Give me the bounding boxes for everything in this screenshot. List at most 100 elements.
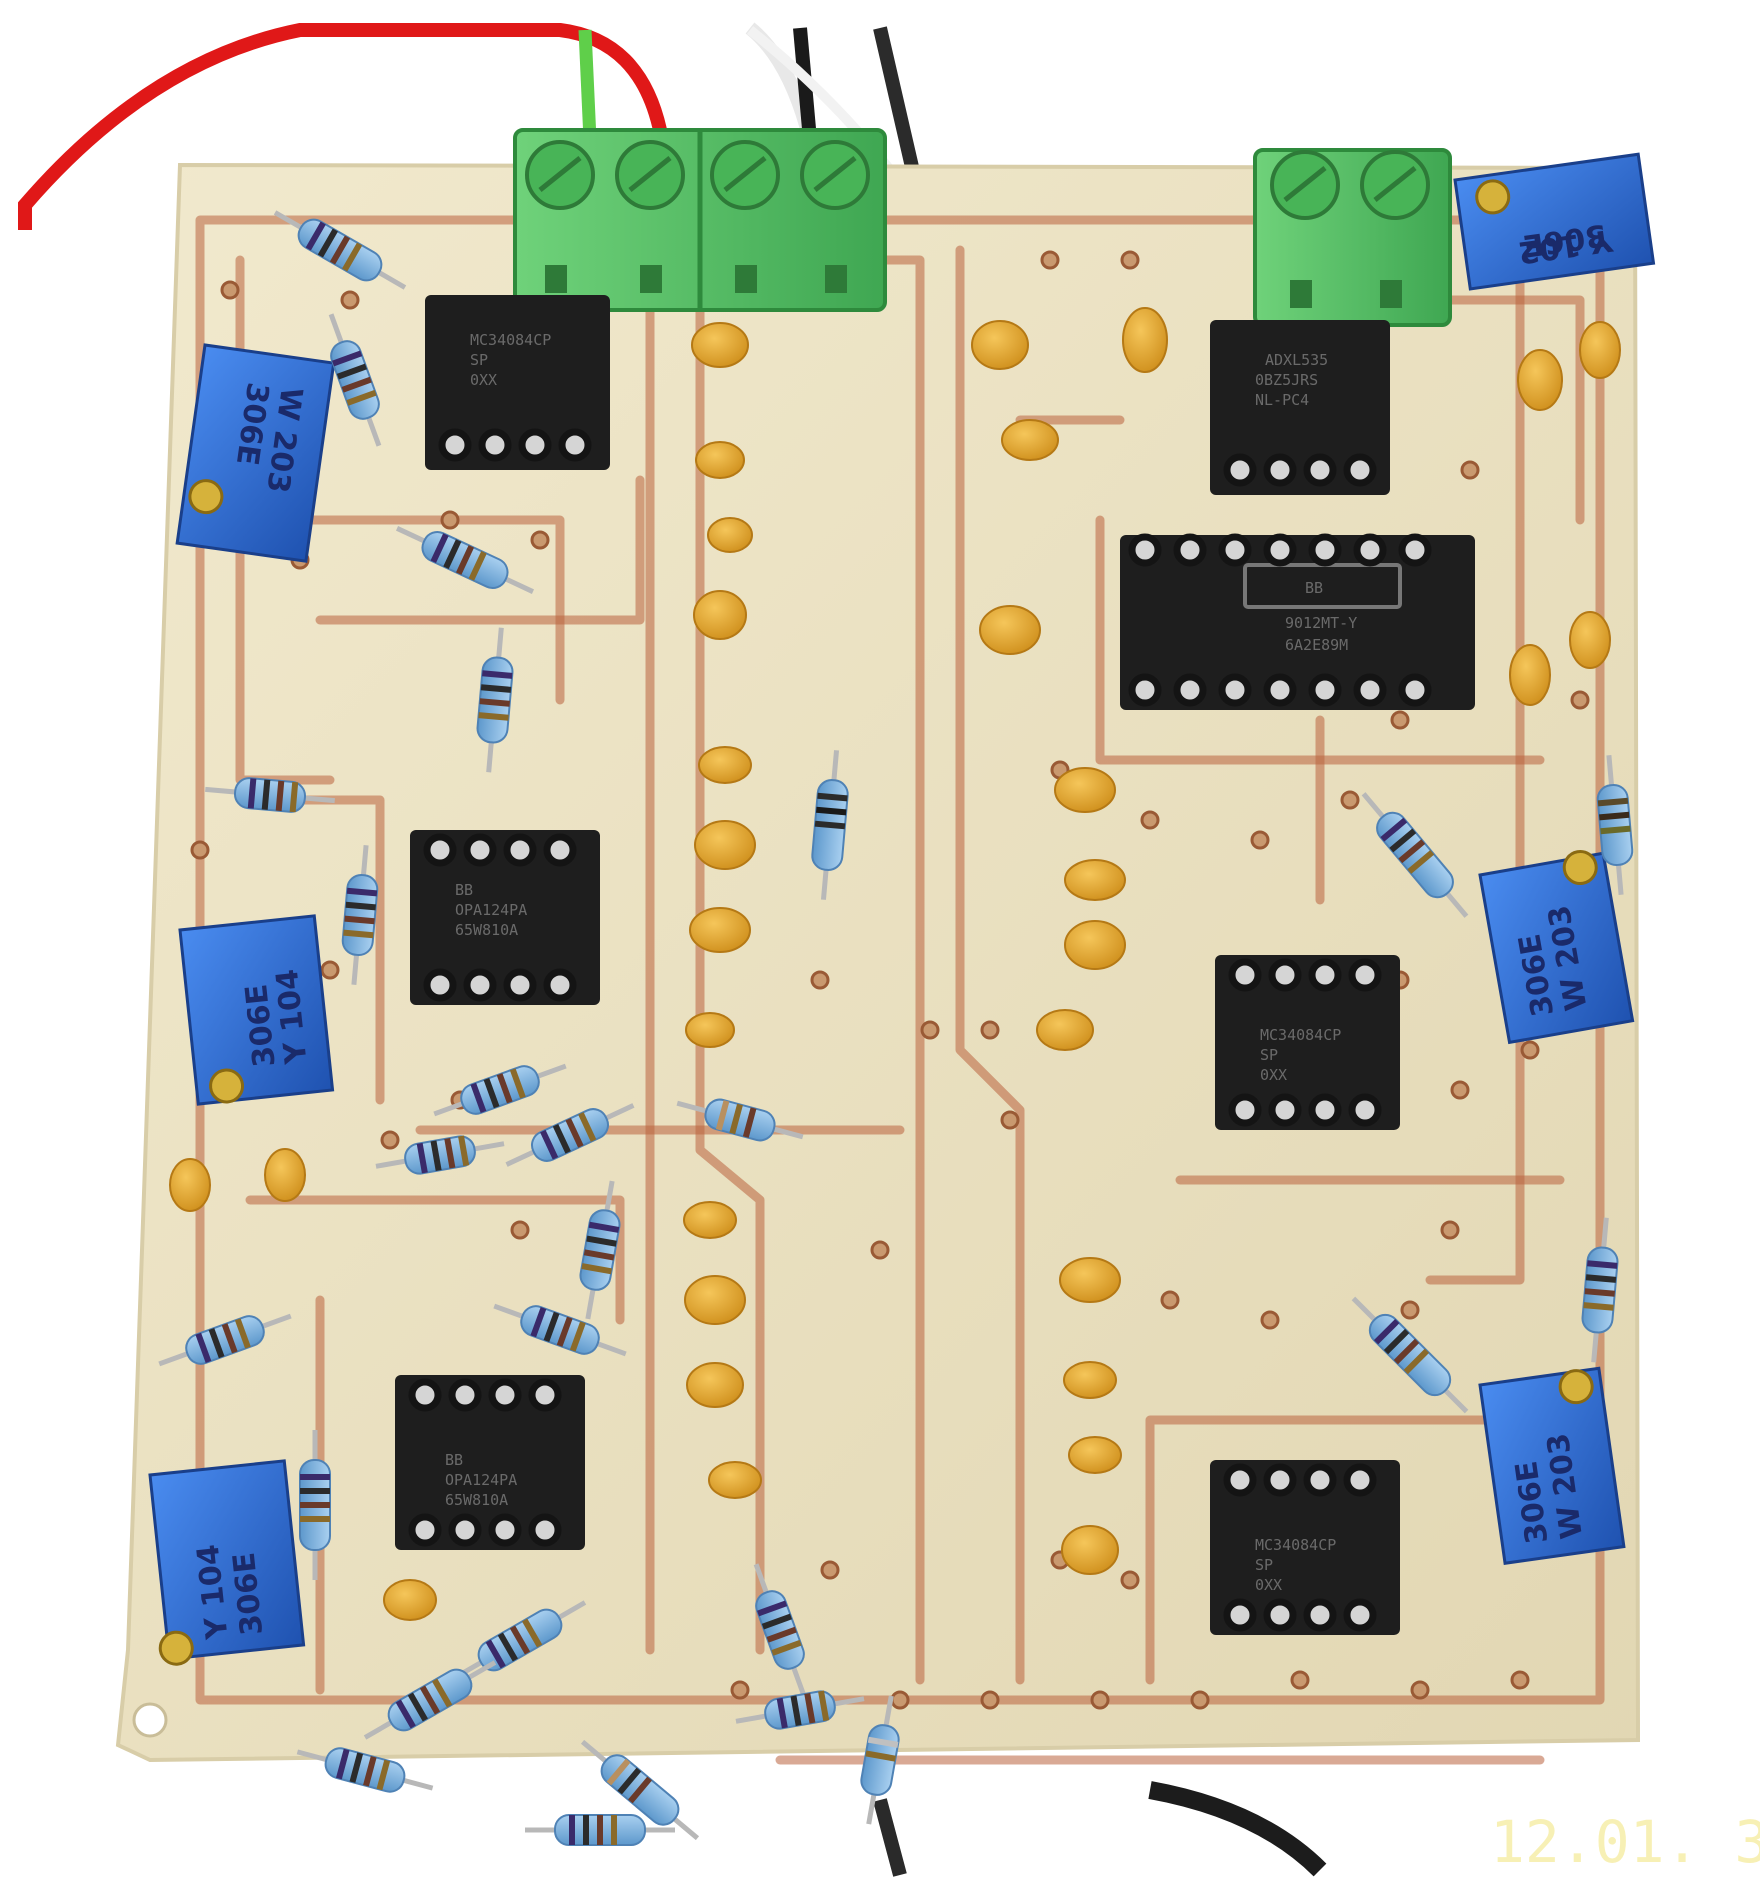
resistor [476,627,514,773]
ic-pin [1128,533,1162,567]
trimmer-rv3: 306E Y 104 [178,914,335,1106]
ic-pin [1218,673,1252,707]
ic-u4: ADXL535 0BZ5JRS NL-PC4 [1210,320,1390,495]
svg-text:BB: BB [445,1451,463,1469]
ic-pin [1173,673,1207,707]
via-pad [340,290,360,310]
resistors [158,210,1634,1846]
ic-pin [1228,958,1262,992]
ceramic-capacitor [979,605,1041,655]
ic-pin [1343,453,1377,487]
resistor [580,1739,700,1841]
resistor [493,1303,627,1357]
resistor [158,1313,292,1367]
copper-trace [1095,515,1545,765]
ceramic-capacitor [691,322,749,368]
ic-pin [1263,1463,1297,1497]
svg-text:OPA124PA: OPA124PA [455,901,527,919]
ic-pin [528,1513,562,1547]
ic-pin [1398,673,1432,707]
ceramic-capacitor [685,1012,735,1048]
via-pad [1190,1690,1210,1710]
resistor [453,1600,587,1680]
via-pad [870,1240,890,1260]
via-pad [510,1220,530,1240]
ceramic-capacitor [698,746,752,784]
ic-pin [1308,673,1342,707]
ic-pin [408,1378,442,1412]
resistor [1361,792,1469,918]
via-pad [730,1680,750,1700]
ceramic-capacitor [1061,1525,1119,1575]
ceramic-capacitor [694,820,756,870]
svg-text:OPA124PA: OPA124PA [445,1471,517,1489]
ic-pin [543,833,577,867]
svg-text:MC34084CP: MC34084CP [1260,1026,1341,1044]
ic-pin [1348,1093,1382,1127]
svg-text:306E: 306E [227,1551,270,1637]
ic-pin [408,1513,442,1547]
resistor [505,1103,635,1167]
copper-trace [1425,245,1525,1285]
ic-pin [1128,673,1162,707]
via-pad [1510,1670,1530,1690]
ic-pin [543,968,577,1002]
ic-pin [1218,533,1252,567]
ic-u2: BB OPA124PA 65W810A [410,830,600,1005]
ic-pin [438,428,472,462]
copper-traces [195,215,1605,1765]
svg-text:0XX: 0XX [1255,1576,1282,1594]
via-pad [1000,1110,1020,1130]
resistor [341,845,379,985]
trimmer-rv1: Y 102 306E [1453,152,1656,291]
ceramic-capacitor [707,517,753,553]
svg-text:9012MT-Y: 9012MT-Y [1285,614,1357,632]
ic-pin [463,833,497,867]
via-pad [1520,1040,1540,1060]
ic-pin [488,1513,522,1547]
wires [18,22,1327,1877]
ic-u3: BB OPA124PA 65W810A [395,1375,585,1550]
svg-text:65W810A: 65W810A [445,1491,508,1509]
copper-trace [955,245,1025,1685]
via-pad [1340,790,1360,810]
via-pad [1250,830,1270,850]
svg-text:0XX: 0XX [470,371,497,389]
ceramic-capacitor [1063,1361,1117,1399]
ic-pin [463,968,497,1002]
ceramic-capacitor [708,1461,762,1499]
resistor [1596,755,1634,895]
via-pad [1450,1080,1470,1100]
ceramic-capacitor [1036,1009,1094,1051]
via-pad [980,1020,1000,1040]
svg-text:MC34084CP: MC34084CP [1255,1536,1336,1554]
copper-trace [245,1195,625,1325]
ic-pin [1348,958,1382,992]
via-pad [1260,1310,1280,1330]
ceramic-capacitor [971,320,1029,370]
via-pad [890,1690,910,1710]
ic-pin [423,833,457,867]
via-pad [1400,1300,1420,1320]
via-pad [1160,1290,1180,1310]
ceramic-capacitor [264,1148,306,1202]
ic-pin [1398,533,1432,567]
copper-trace [1435,295,1585,525]
svg-text:SP: SP [470,351,488,369]
resistor [811,750,849,900]
ceramic-capacitor [1001,419,1059,461]
svg-text:BB: BB [455,881,473,899]
ceramic-capacitor [683,1201,737,1239]
resistor [1351,1296,1469,1414]
via-pad [1570,690,1590,710]
resistor [860,1695,900,1825]
trimmer-rv2: 306E W 203 [175,343,336,563]
ceramic-capacitor [1064,859,1126,901]
ceramic-capacitor [1059,1257,1121,1303]
ceramic-capacitor [1569,611,1611,669]
via-pad [220,280,240,300]
via-pad [380,1130,400,1150]
ic-pin [558,428,592,462]
ic-u6: MC34084CP SP 0XX [1215,955,1400,1130]
ic-pin [1353,673,1387,707]
